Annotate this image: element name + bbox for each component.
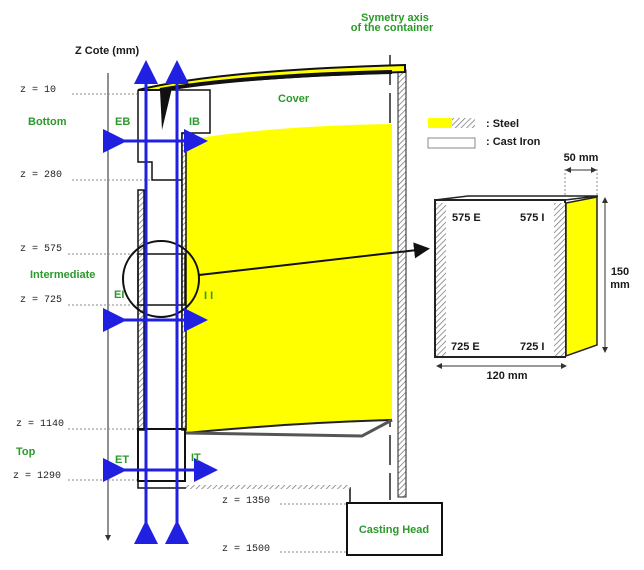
z-level-label: z = 1290 bbox=[13, 471, 61, 482]
steel-body bbox=[186, 124, 392, 433]
legend: : Steel : Cast Iron bbox=[427, 118, 541, 149]
z-level-label: z = 10 bbox=[20, 85, 56, 96]
zone-intermediate-label: Intermediate bbox=[30, 269, 95, 281]
z-level-label: z = 725 bbox=[20, 295, 62, 306]
legend-steel-swatch bbox=[428, 118, 452, 128]
detail-725e: 725 E bbox=[451, 341, 480, 353]
detail-height-unit: mm bbox=[610, 279, 630, 291]
point-it-label: IT bbox=[191, 452, 201, 464]
zone-top-label: Top bbox=[16, 446, 36, 458]
symmetry-axis-subtitle: of the container bbox=[351, 22, 434, 34]
detail-width-label: 120 mm bbox=[487, 370, 528, 382]
detail-575e: 575 E bbox=[452, 212, 481, 224]
z-levels: z = 10 z = 280 z = 575 z = 725 z = 1140 … bbox=[13, 85, 347, 555]
cover-wedge bbox=[160, 88, 172, 130]
point-et-label: ET bbox=[115, 454, 129, 466]
detail-section: 575 E 575 I 725 E 725 I 120 mm 150 mm 50… bbox=[434, 152, 630, 382]
z-level-label: z = 1500 bbox=[222, 544, 270, 555]
symmetry-axis-wall bbox=[397, 69, 407, 498]
detail-725i: 725 I bbox=[520, 341, 544, 353]
detail-depth-label: 50 mm bbox=[564, 152, 599, 164]
detail-575i: 575 I bbox=[520, 212, 544, 224]
legend-cast-iron-label: : Cast Iron bbox=[486, 136, 541, 148]
detail-height-value: 150 bbox=[611, 266, 629, 278]
z-level-label: z = 1350 bbox=[222, 496, 270, 507]
point-ii-label: I I bbox=[204, 290, 213, 302]
point-eb-label: EB bbox=[115, 116, 130, 128]
legend-steel-label: : Steel bbox=[486, 118, 519, 130]
measurement-arrows bbox=[103, 60, 218, 544]
z-level-label: z = 575 bbox=[20, 244, 62, 255]
casting-head-box bbox=[346, 502, 443, 556]
casting-head-label: Casting Head bbox=[359, 524, 429, 536]
cover-label: Cover bbox=[278, 93, 310, 105]
zone-bottom-label: Bottom bbox=[28, 116, 67, 128]
legend-cast-iron-swatch bbox=[427, 137, 476, 149]
detail-pointer-arrow bbox=[198, 242, 430, 276]
z-level-label: z = 280 bbox=[20, 170, 62, 181]
point-ei-label: EI bbox=[114, 289, 124, 301]
z-level-label: z = 1140 bbox=[16, 419, 64, 430]
symmetry-axis-title: Symetry axis bbox=[361, 12, 429, 24]
point-ib-label: IB bbox=[189, 116, 200, 128]
bottom-plate bbox=[186, 485, 350, 489]
z-axis-label: Z Cote (mm) bbox=[75, 45, 140, 57]
